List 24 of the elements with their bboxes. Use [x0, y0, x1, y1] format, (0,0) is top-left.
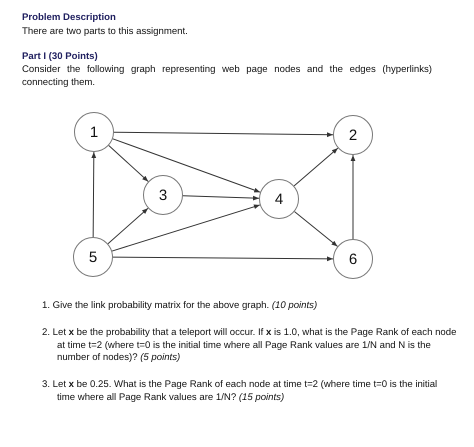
arrow [112, 204, 260, 252]
question-text: 2. Let x be the probability that a teleport will occur. If x is 1.0, what is the Page Rank of each node at time t=2 (where t=0 is the initial time where all Page Rank values are 1/N and N is the number of nodes)? (5 points) [42, 327, 457, 364]
paragraph: Consider the following graph representing web page nodes and the edges (hyperlinks) connecting them. [22, 64, 432, 89]
arrow [108, 144, 149, 182]
node-circle: 4 [259, 179, 299, 219]
arrow [294, 211, 338, 247]
arrow [91, 152, 96, 238]
node-circle: 6 [333, 239, 373, 279]
question-text: 1. Give the link probability matrix for the above graph. (10 points) [42, 300, 318, 312]
arrow [294, 148, 338, 186]
node-circle: 5 [73, 237, 113, 277]
arrow [350, 154, 356, 240]
arrow [114, 132, 334, 138]
arrow [112, 256, 334, 262]
question-text: 3. Let x be 0.25. What is the Page Rank of each node at time t=2 (where time t=0 is the initial time where all Page Rank values are 1/N? (15 points) [42, 379, 438, 404]
node-circle: 1 [74, 112, 114, 152]
section-heading: Part I (30 Points) [22, 51, 99, 64]
node-circle: 3 [143, 175, 183, 215]
heading: Problem Description [22, 12, 117, 24]
node-circle: 2 [333, 115, 373, 155]
arrow [107, 208, 149, 244]
intro-text: There are two parts to this assignment. [22, 26, 189, 38]
arrow [112, 138, 261, 193]
arrow [182, 195, 260, 200]
